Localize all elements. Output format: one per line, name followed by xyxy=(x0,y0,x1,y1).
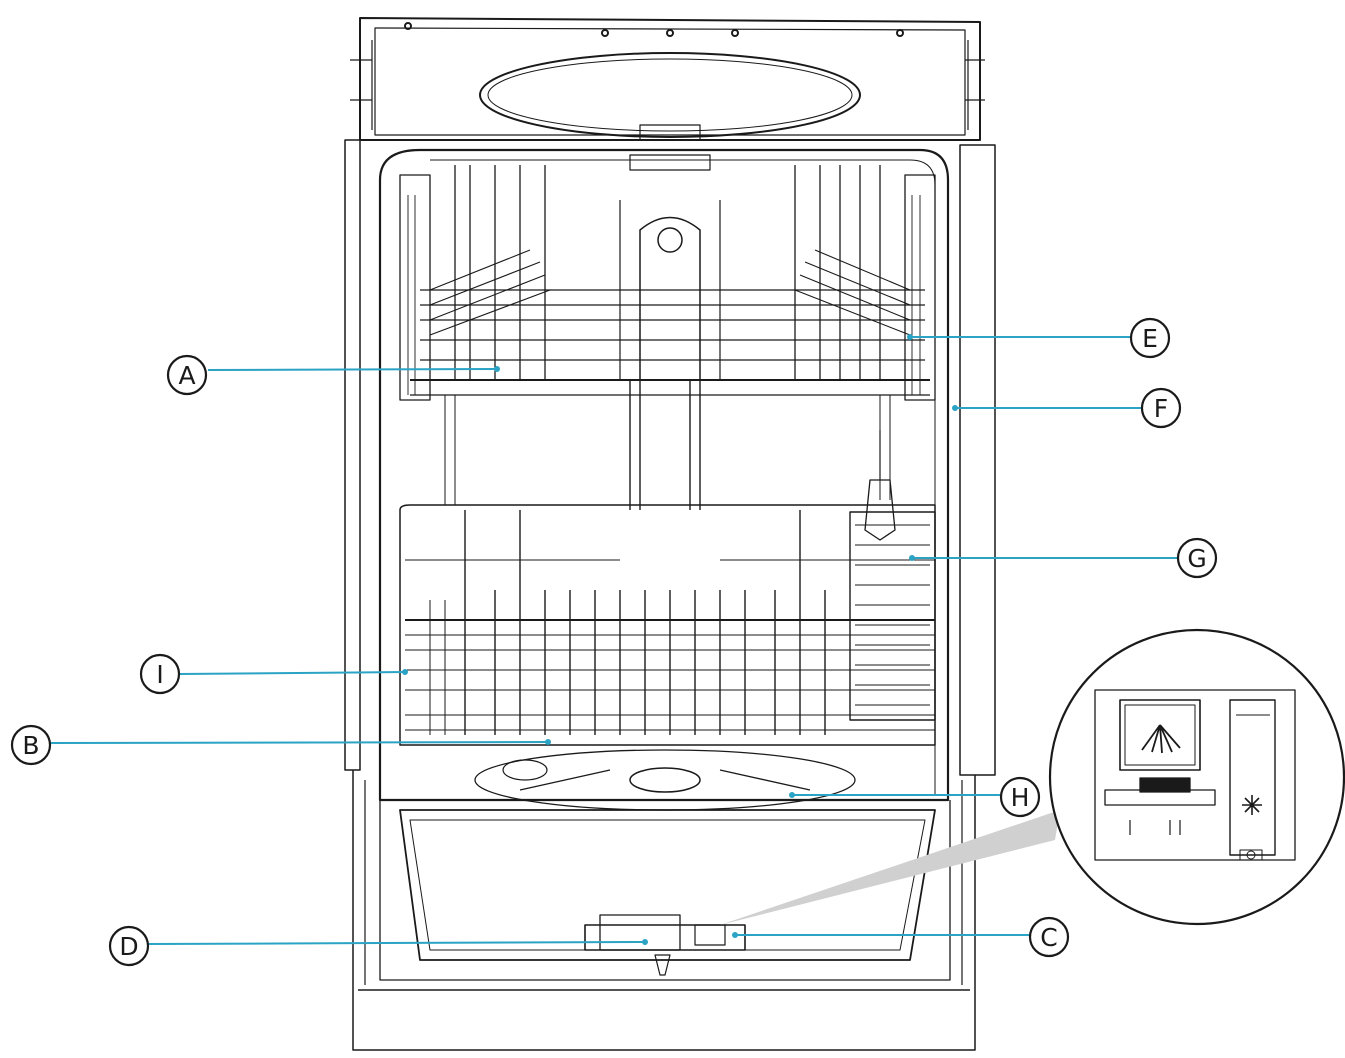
svg-text:C: C xyxy=(1040,923,1057,952)
leader-line-d xyxy=(147,941,646,945)
svg-text:F: F xyxy=(1154,394,1168,423)
svg-text:I: I xyxy=(156,660,163,689)
rinse-aid-spray-icon xyxy=(1141,724,1181,754)
detail-inset-circle xyxy=(1048,628,1345,926)
lower-spray-arm xyxy=(474,749,856,811)
callout-a: A xyxy=(166,354,208,396)
door xyxy=(379,800,951,981)
sun-asterisk-icon xyxy=(1242,795,1262,815)
leader-lines xyxy=(49,336,1177,945)
callout-e: E xyxy=(1129,317,1171,359)
callout-i: I xyxy=(139,653,181,695)
side-panels xyxy=(344,139,996,1051)
callout-h: H xyxy=(999,776,1041,818)
zoom-wedge xyxy=(720,810,1060,925)
leader-line-i xyxy=(179,671,406,675)
callout-d: D xyxy=(108,925,150,967)
lower-rack xyxy=(399,430,936,746)
leader-line-a xyxy=(207,368,498,371)
cabinet-top xyxy=(350,17,985,141)
svg-text:G: G xyxy=(1187,544,1206,573)
svg-text:E: E xyxy=(1142,324,1158,353)
callout-g: G xyxy=(1176,537,1218,579)
detail-zoom xyxy=(720,628,1345,926)
svg-text:B: B xyxy=(22,731,39,760)
callout-c: C xyxy=(1028,916,1070,958)
svg-text:H: H xyxy=(1011,783,1030,812)
callout-f: F xyxy=(1140,387,1182,429)
top-vent-oval xyxy=(479,52,861,138)
svg-text:A: A xyxy=(178,361,195,390)
callout-b: B xyxy=(10,724,52,766)
callouts: A B C D E F G H xyxy=(10,317,1218,967)
svg-text:D: D xyxy=(119,932,138,961)
leader-line-b xyxy=(49,741,549,744)
leader-endpoints xyxy=(402,334,958,945)
upper-rack xyxy=(399,154,936,510)
